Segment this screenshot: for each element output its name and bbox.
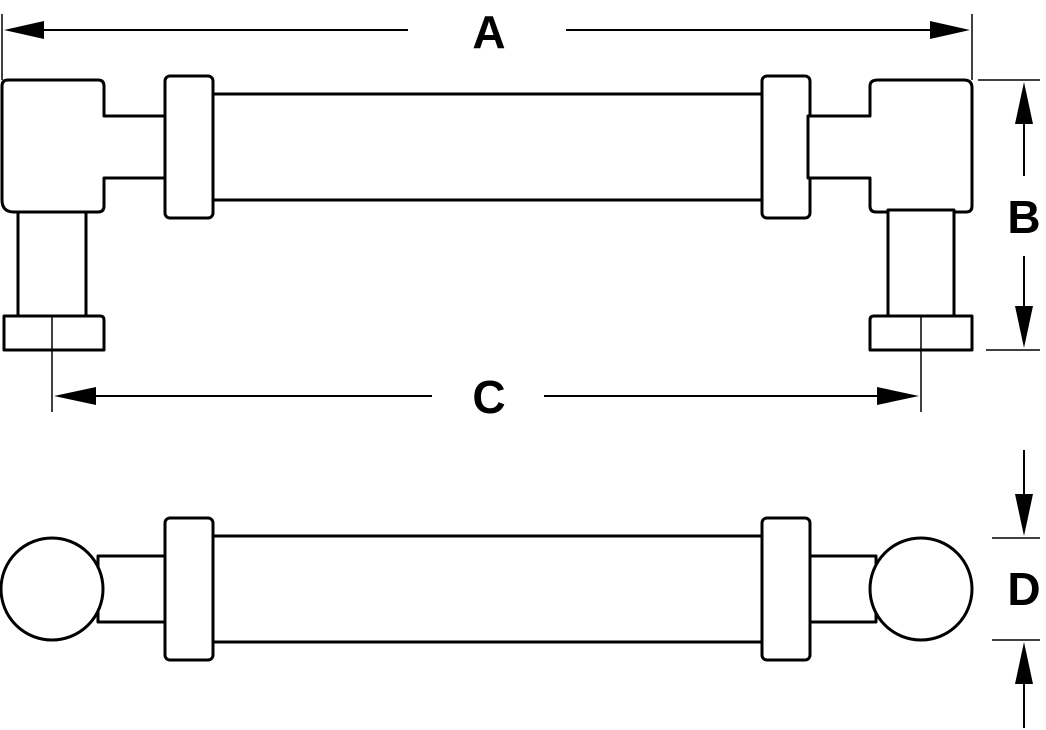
- dim-c-arrow-right: [877, 387, 919, 405]
- center-bar: [203, 92, 773, 202]
- dim-c-arrow-left: [54, 387, 96, 405]
- dim-a-label: A: [472, 6, 505, 58]
- dim-d-label: D: [1007, 563, 1040, 615]
- dim-b-label: B: [1007, 191, 1040, 243]
- left-end-block: [0, 78, 170, 214]
- dimension-a: A: [1, 6, 973, 80]
- right-neck-top: [804, 554, 878, 624]
- right-collar-top: [760, 516, 812, 662]
- dimension-d: D: [992, 450, 1041, 728]
- dim-d-arrow-bottom: [1015, 642, 1033, 684]
- side-view: [0, 74, 974, 352]
- right-collar: [760, 74, 812, 220]
- left-collar: [163, 74, 215, 220]
- dim-c-label: C: [472, 371, 505, 423]
- right-knob: [868, 536, 974, 642]
- left-knob: [0, 536, 105, 642]
- center-bar-top: [203, 534, 773, 644]
- right-post: [886, 208, 956, 318]
- left-post: [16, 208, 88, 318]
- left-collar-top: [163, 516, 215, 662]
- left-foot: [2, 314, 106, 352]
- top-view: [0, 516, 974, 662]
- left-neck-top: [96, 554, 170, 624]
- dim-a-arrow-right: [930, 21, 970, 39]
- dimension-c: C: [51, 316, 922, 423]
- right-end-block: [806, 78, 974, 214]
- dim-b-arrow-bottom: [1015, 306, 1033, 348]
- dim-b-arrow-top: [1015, 82, 1033, 124]
- dim-a-arrow-left: [4, 21, 44, 39]
- dim-d-arrow-top: [1015, 494, 1033, 536]
- dimension-b: B: [978, 79, 1041, 351]
